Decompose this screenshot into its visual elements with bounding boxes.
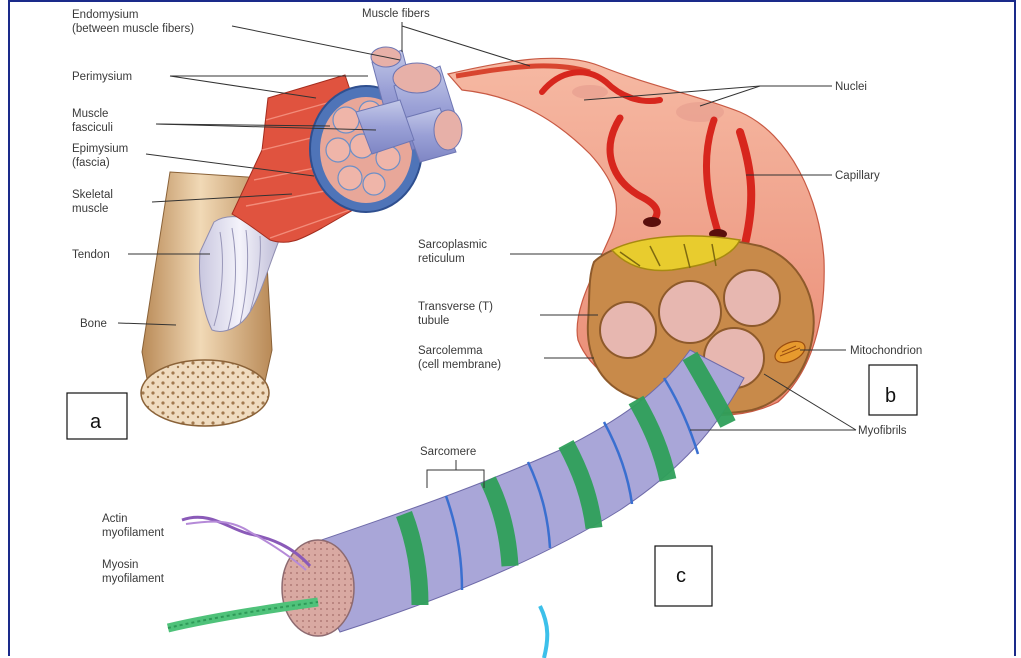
label-transverse-tubule: Transverse (T)tubule (418, 301, 493, 327)
label-nuclei: Nuclei (835, 81, 867, 93)
label-sarcolemma: Sarcolemma(cell membrane) (418, 345, 501, 371)
svg-text:b: b (885, 385, 896, 407)
partial-structure-blue (540, 606, 547, 658)
label-mitochondrion: Mitochondrion (850, 345, 922, 357)
label-muscle-fibers: Muscle fibers (362, 8, 430, 20)
label-epimysium: Epimysium(fascia) (72, 143, 128, 169)
label-sarcomere: Sarcomere (420, 446, 476, 458)
label-capillary: Capillary (835, 170, 880, 182)
svg-text:a: a (90, 411, 102, 433)
label-endomysium: Endomysium(between muscle fibers) (72, 9, 194, 35)
panel-tag-c: c (655, 546, 712, 606)
label-perimysium: Perimysium (72, 71, 132, 83)
panel-tag-a: a (67, 393, 127, 439)
label-myofibrils: Myofibrils (858, 425, 907, 437)
label-bone: Bone (80, 318, 107, 330)
label-tendon: Tendon (72, 249, 110, 261)
panel-tag-b: b (869, 365, 917, 415)
svg-text:c: c (676, 565, 686, 587)
